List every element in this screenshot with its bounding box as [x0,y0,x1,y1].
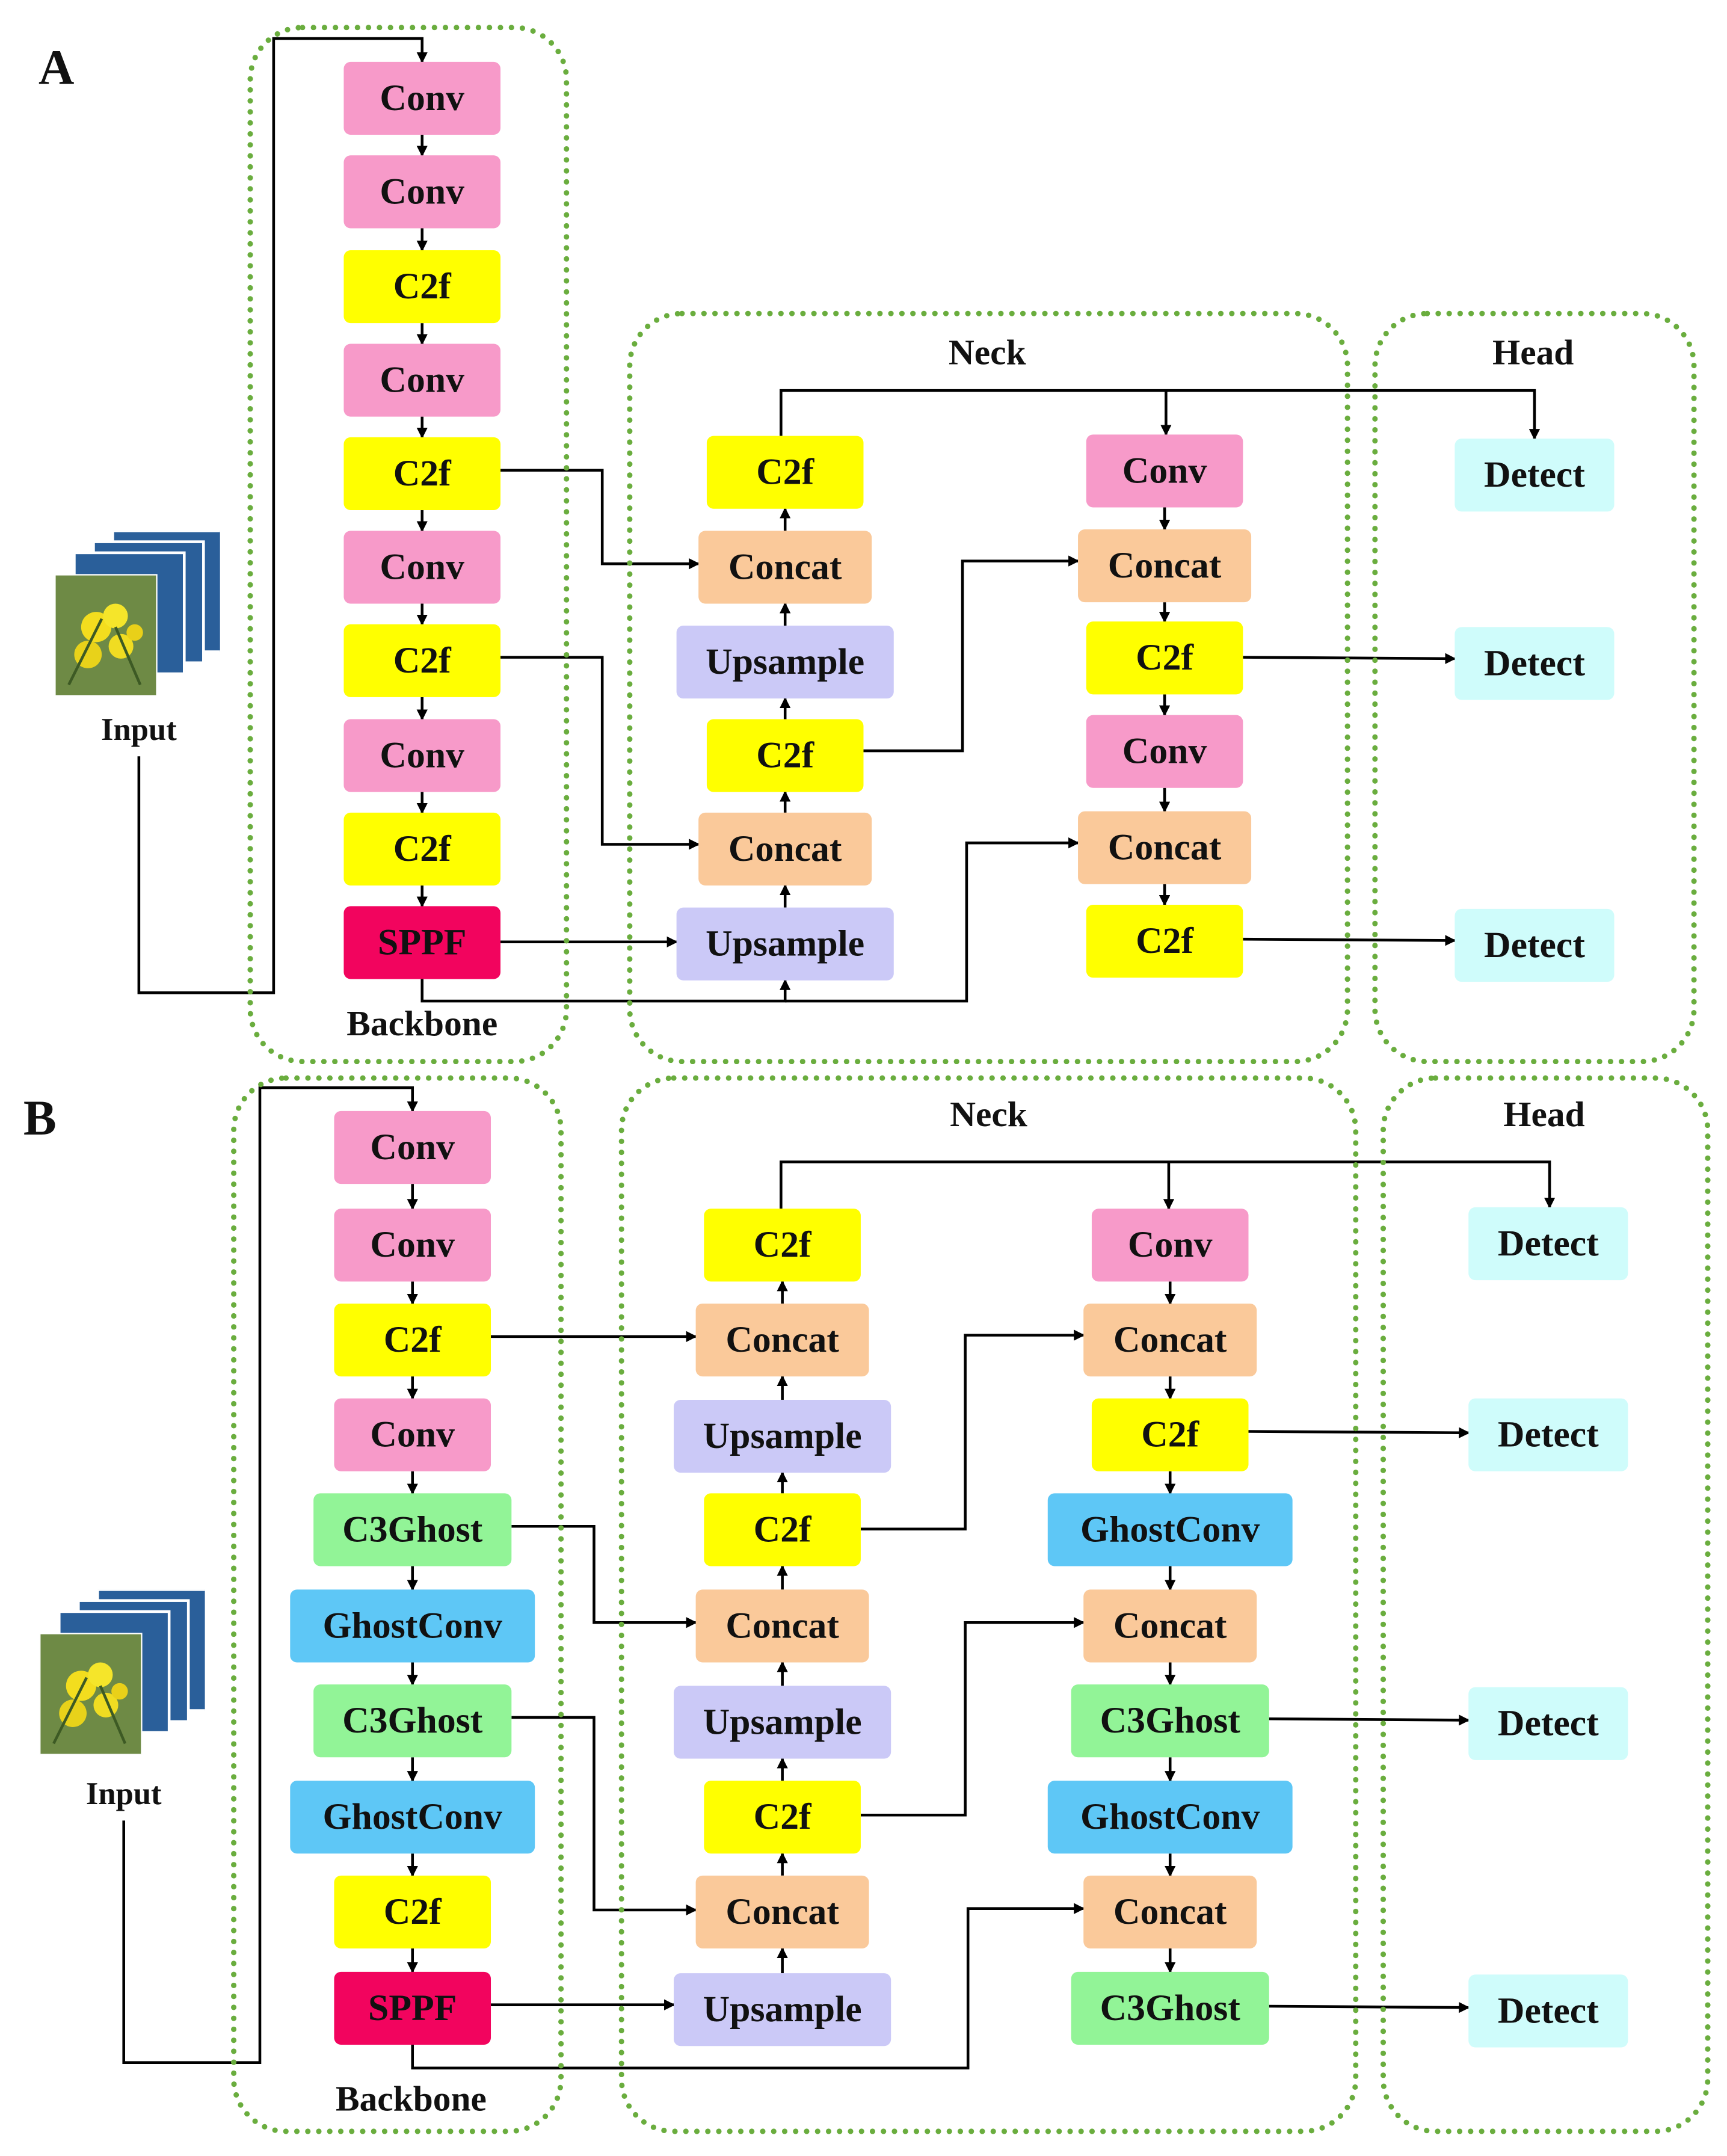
panel-b-c3ghost-to-detect-2 [1269,2002,1470,2013]
panel-a-c2f-p4-to-concat [500,656,700,850]
panel-a-neck-col1-c2f-1: C2f [706,436,864,509]
panel-b-neck-col2-concat-2: Concat [1083,1303,1257,1377]
panel-a-backbone-c2f-7: C2f [343,624,501,697]
panel-b-c2f-to-concat2 [860,1329,1085,1531]
panel-b-backbone-conv-4: Conv [334,1398,491,1471]
panel-a-backbone-conv-4: Conv [343,343,501,417]
panel-b-neck-col2-concat-8: Concat [1083,1875,1257,1948]
panel-a-backbone-conv-6: Conv [343,531,501,604]
panel-b-neck-col2-c3ghost-6: C3Ghost [1071,1684,1269,1758]
panel-a-head-detect-3: Detect [1455,908,1615,982]
panel-b-neck-label: Neck [950,1094,1027,1135]
panel-b-sppf-to-concat2 [411,1903,1085,2070]
panel-b-backbone-c3ghost-5: C3Ghost [313,1493,512,1566]
panel-a-neck-label: Neck [948,333,1026,373]
panel-a-backbone-c2f-5: C2f [343,437,501,511]
panel-a-top-bus [780,389,1541,440]
panel-a-c2f-to-concat2 [863,555,1080,753]
panel-b-top-bus [780,1160,1556,1209]
panel-a-neck-col2-concat-2: Concat [1078,529,1252,603]
panel-a-neck-col2-conv-1: Conv [1086,434,1243,508]
panel-a-neck-col2-c2f-3: C2f [1086,621,1243,695]
panel-b-neck-col1-upsample-3: Upsample [674,1399,891,1473]
panel-a-backbone-conv-2: Conv [343,155,501,229]
panel-b-head-detect-2: Detect [1468,1398,1628,1471]
panel-b-input-wire [122,1086,418,2064]
panel-b-neck-col1-upsample-6: Upsample [674,1686,891,1759]
panel-b-neck-col2-ghostconv-4: GhostConv [1047,1493,1293,1566]
panel-b-label: B [23,1090,57,1146]
panel-a-label: A [38,40,75,95]
panel-b-neck-col2-c2f-3: C2f [1091,1398,1249,1471]
panel-b-head-label: Head [1503,1094,1585,1135]
panel-b-input-image-stack [40,1589,205,1755]
panel-a-backbone-c2f-3: C2f [343,250,501,324]
panel-a-neck-col2-c2f-6: C2f [1086,905,1243,978]
panel-a-head-detect-2: Detect [1455,627,1615,700]
panel-b-c2f-to-concat2-2 [860,1617,1085,1817]
panel-b-backbone-sppf-10: SPPF [334,1971,491,2045]
panel-b-neck-col1-concat-5: Concat [695,1589,869,1663]
panel-a-neck-col1-concat-2: Concat [698,531,872,604]
panel-b-neck-group [618,1075,1359,2134]
panel-b-neck-col2-conv-1: Conv [1091,1209,1249,1282]
panel-a-sppf-to-concat2 [785,837,1080,1003]
panel-a-head-group [1372,310,1697,1065]
panel-b-head-detect-4: Detect [1468,1974,1628,2048]
panel-a-c2f-p3-to-concat [500,469,700,570]
panel-b-backbone-conv-2: Conv [334,1209,491,1282]
panel-b-backbone-c3ghost-7: C3Ghost [313,1684,512,1758]
panel-a-input-label: Input [101,712,177,747]
panel-b-backbone-ghostconv-6: GhostConv [290,1589,535,1663]
panel-b-backbone-label: Backbone [335,2079,487,2119]
panel-a-neck-col1-upsample-6: Upsample [676,907,894,981]
panel-a-input-wire [137,37,428,994]
panel-b-neck-col2-c3ghost-9: C3Ghost [1071,1971,1269,2045]
panel-a-backbone-c2f-9: C2f [343,812,501,886]
panel-a-neck-col2-concat-5: Concat [1078,811,1252,884]
panel-b-neck-col1-upsample-9: Upsample [674,1973,891,2047]
panel-a-neck-group [627,310,1350,1065]
panel-b-neck-col1-c2f-7: C2f [704,1781,861,1854]
panel-a-backbone-sppf-10: SPPF [343,906,501,979]
panel-a-backbone-conv-8: Conv [343,719,501,792]
panel-a-sppf-to-upsample [420,979,791,1003]
panel-b-head-group [1380,1075,1711,2134]
panel-b-c2f-to-detect [1248,1427,1470,1438]
panel-b-backbone-c2f-3: C2f [334,1303,491,1377]
panel-b-c3ghost-to-detect [1269,1714,1470,1726]
panel-a-neck-col1-upsample-3: Upsample [676,626,894,699]
panel-b-backbone-ghostconv-8: GhostConv [290,1781,535,1854]
panel-b-c3ghost-to-concat [511,1716,697,1916]
panel-b-neck-col1-c2f-1: C2f [704,1209,861,1282]
panel-a-neck-col1-c2f-4: C2f [706,719,864,792]
panel-b-neck-col1-concat-8: Concat [695,1875,869,1948]
panel-b-backbone-c2f-9: C2f [334,1875,491,1948]
panel-b-backbone-conv-1: Conv [334,1110,491,1184]
panel-a-head-detect-1: Detect [1455,439,1615,512]
panel-a-neck-col1-concat-5: Concat [698,812,872,886]
panel-a-backbone-label: Backbone [346,1003,498,1044]
panel-b-neck-col2-concat-5: Concat [1083,1589,1257,1663]
panel-b-head-detect-3: Detect [1468,1687,1628,1760]
panel-b-head-detect-1: Detect [1468,1207,1628,1281]
panel-a-backbone-group [247,25,570,1065]
panel-a-head-label: Head [1492,333,1574,373]
panel-b-backbone-group [231,1075,564,2134]
panel-a-input-image-stack [55,531,220,696]
panel-b-neck-col1-concat-2: Concat [695,1303,869,1377]
panel-a-neck-col2-conv-4: Conv [1086,715,1243,788]
panel-b-neck-col1-c2f-4: C2f [704,1493,861,1566]
panel-b-neck-col2-ghostconv-7: GhostConv [1047,1781,1293,1854]
panel-a-backbone-conv-1: Conv [343,61,501,135]
panel-b-c3ghost-to-concat-2 [511,1524,697,1628]
panel-b-input-label: Input [85,1776,162,1811]
